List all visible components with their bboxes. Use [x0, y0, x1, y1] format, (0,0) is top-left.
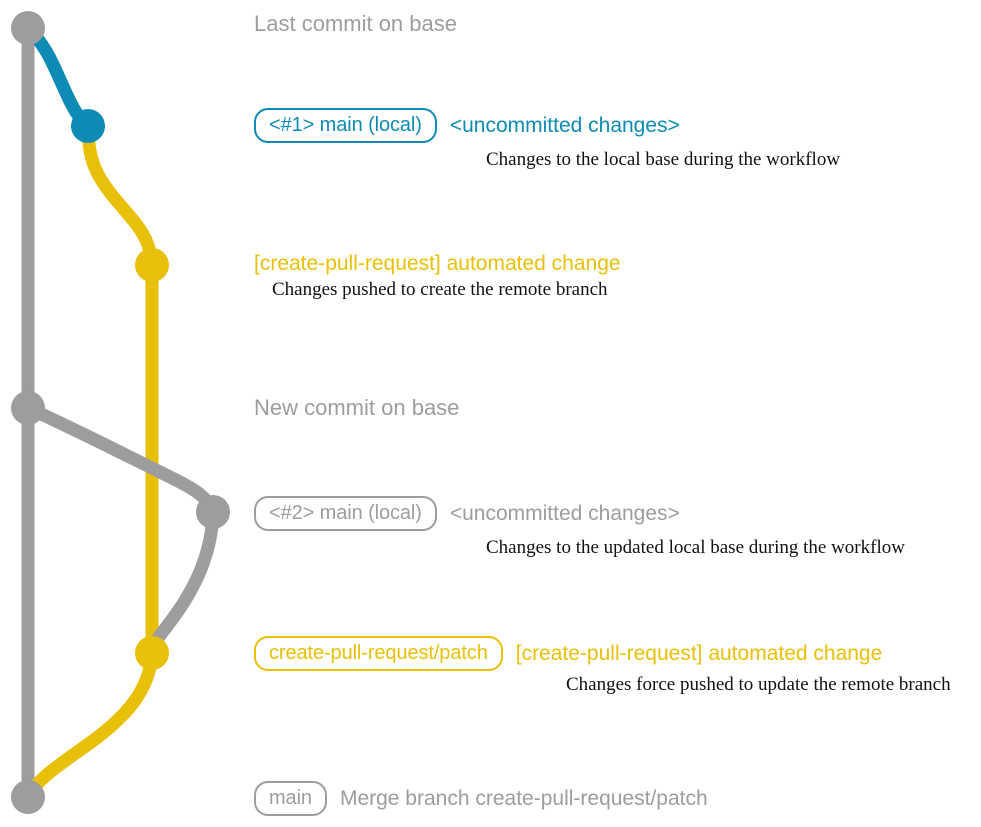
- commit-dot-base-head[interactable]: [11, 11, 45, 45]
- commit-row-main: Last commit on base: [254, 12, 457, 36]
- commit-row-automated-change-1: [create-pull-request] automated change C…: [254, 252, 621, 301]
- commit-row-last-commit-on-base: Last commit on base: [254, 12, 457, 36]
- commit-row-merge: main Merge branch create-pull-request/pa…: [254, 781, 708, 816]
- commit-title: <uncommitted changes>: [449, 501, 680, 525]
- commit-dot-local-2[interactable]: [196, 495, 230, 529]
- edge-basenew-to-local2: [21, 401, 220, 519]
- commit-description: Changes force pushed to update the remot…: [566, 674, 951, 695]
- commit-dot-patch-2[interactable]: [135, 636, 169, 670]
- commit-title: New commit on base: [254, 395, 460, 420]
- commit-row-main: create-pull-request/patch [create-pull-r…: [254, 636, 951, 671]
- edge-local1-to-patch1: [81, 119, 159, 272]
- commit-dots: [11, 11, 230, 814]
- commit-description: Changes pushed to create the remote bran…: [272, 279, 608, 300]
- commit-dot-patch-1[interactable]: [135, 248, 169, 282]
- commit-dot-base-new[interactable]: [11, 391, 45, 425]
- commit-title: Merge branch create-pull-request/patch: [339, 786, 708, 810]
- commit-row-local-2: <#2> main (local) <uncommitted changes> …: [254, 496, 905, 559]
- commit-row-new-commit-on-base: New commit on base: [254, 396, 459, 420]
- commit-row-main: [create-pull-request] automated change: [254, 252, 621, 276]
- commit-title: Last commit on base: [254, 11, 457, 36]
- commit-title: [create-pull-request] automated change: [254, 252, 621, 275]
- commit-dot-merge[interactable]: [11, 780, 45, 814]
- commit-description: Changes to the local base during the wor…: [486, 149, 841, 170]
- edge-patch2-to-merge: [21, 646, 159, 804]
- ref-pill-main-local-1[interactable]: <#1> main (local): [254, 108, 437, 143]
- ref-pill-create-pull-request-patch[interactable]: create-pull-request/patch: [254, 636, 503, 671]
- commit-row-main: <#1> main (local) <uncommitted changes>: [254, 108, 840, 143]
- commit-row-main: <#2> main (local) <uncommitted changes>: [254, 496, 905, 531]
- commit-row-automated-change-2: create-pull-request/patch [create-pull-r…: [254, 636, 951, 696]
- commit-row-main: New commit on base: [254, 396, 459, 420]
- commit-row-local-1: <#1> main (local) <uncommitted changes> …: [254, 108, 840, 171]
- ref-pill-main[interactable]: main: [254, 781, 327, 816]
- commit-description: Changes to the updated local base during…: [486, 537, 905, 558]
- commit-title: <uncommitted changes>: [449, 113, 680, 137]
- ref-pill-main-local-2[interactable]: <#2> main (local): [254, 496, 437, 531]
- commit-dot-local-1[interactable]: [71, 109, 105, 143]
- commit-title: [create-pull-request] automated change: [515, 641, 883, 665]
- commit-row-main: main Merge branch create-pull-request/pa…: [254, 781, 708, 816]
